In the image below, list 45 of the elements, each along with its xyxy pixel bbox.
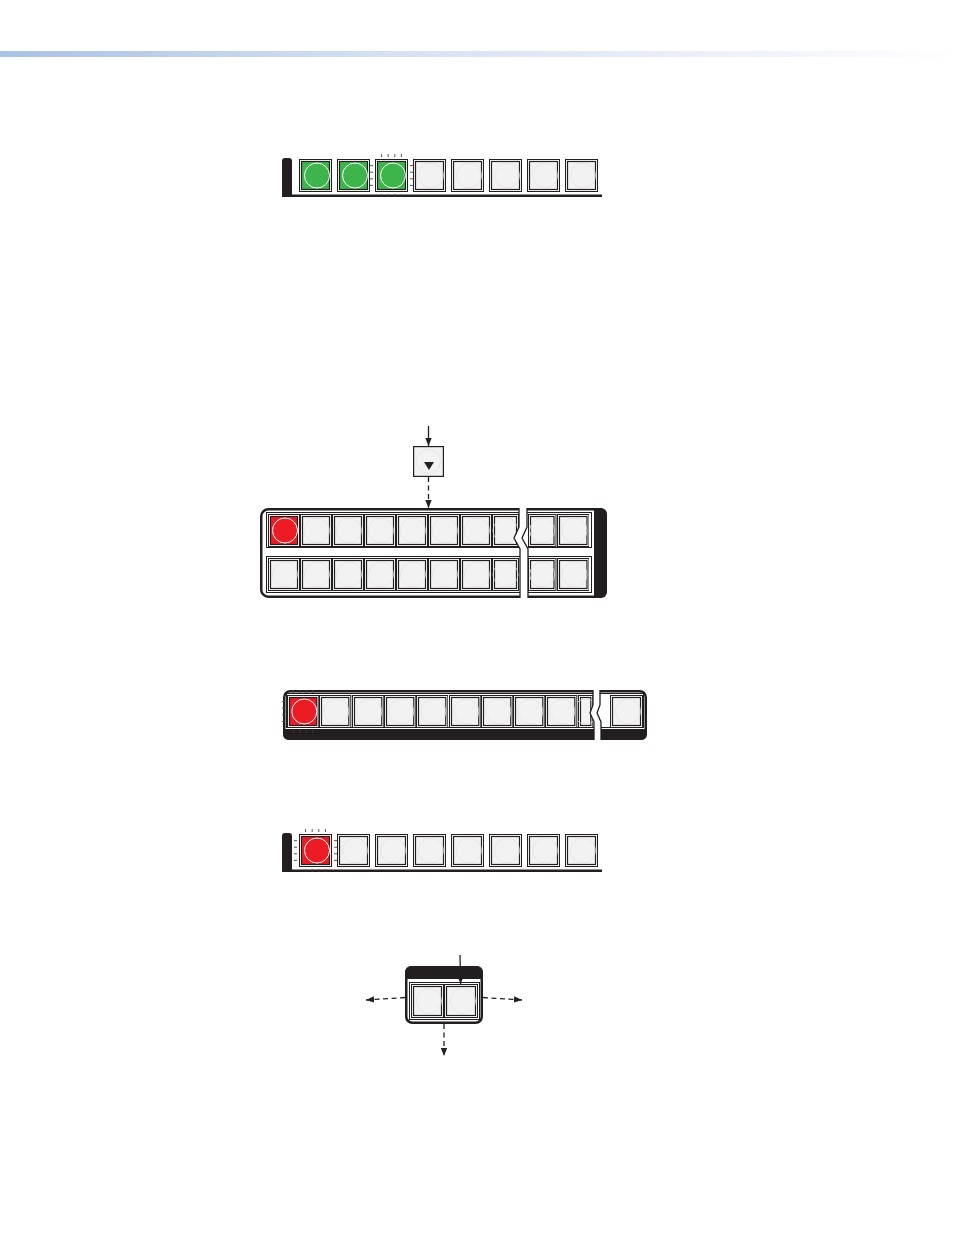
dashed-arrow	[365, 996, 406, 1003]
panel-button	[489, 834, 522, 867]
panel-button	[332, 514, 364, 547]
panel-button	[364, 558, 396, 591]
dashed-arrow	[482, 996, 523, 1003]
panel-button	[337, 834, 370, 867]
panel-button	[375, 834, 408, 867]
panel-button	[300, 514, 332, 547]
panel-button	[396, 558, 428, 591]
button-panel	[260, 508, 607, 598]
panel-button	[444, 984, 478, 1018]
lit-button	[337, 159, 370, 192]
panel-button	[411, 984, 444, 1018]
panel-button	[556, 514, 589, 547]
panel-button	[528, 558, 557, 591]
panel-button	[489, 159, 522, 192]
lit-button	[268, 514, 300, 547]
panel-button	[556, 558, 589, 591]
panel-button	[492, 514, 519, 547]
panel-button	[396, 514, 428, 547]
panel-button	[268, 558, 300, 591]
panel-button	[300, 558, 332, 591]
panel-button	[451, 159, 484, 192]
panel-button	[565, 834, 598, 867]
panel-button	[428, 514, 460, 547]
panel-button	[492, 558, 519, 591]
panel-button	[565, 159, 598, 192]
panel-button	[332, 558, 364, 591]
blinking-button	[299, 834, 332, 867]
panel-button	[364, 514, 396, 547]
panel-button	[428, 558, 460, 591]
panel-button	[527, 159, 560, 192]
dashed-arrow	[440, 1023, 448, 1057]
arrow	[425, 425, 432, 447]
panel-button	[460, 514, 492, 547]
panel-button	[527, 834, 560, 867]
panel-button	[413, 834, 446, 867]
blinking-button	[375, 159, 408, 192]
arrow-button	[413, 446, 444, 477]
lit-button	[299, 159, 332, 192]
panel-button	[413, 159, 446, 192]
dashed-arrow	[425, 476, 432, 509]
panel-button	[528, 514, 557, 547]
panel-button	[451, 834, 484, 867]
panel-button	[460, 558, 492, 591]
